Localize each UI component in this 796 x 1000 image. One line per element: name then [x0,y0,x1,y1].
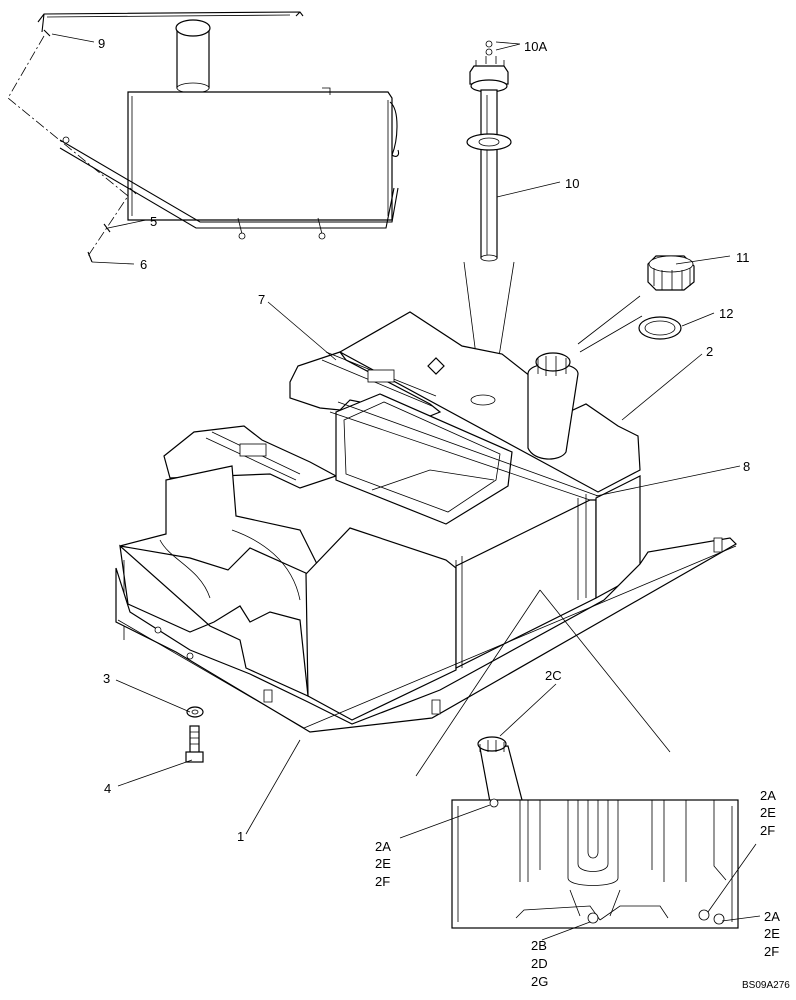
cap-gasket [638,316,682,340]
callout-group-topright: 2A 2E 2F [760,788,776,838]
callout-5: 5 [150,214,157,229]
callout-8: 8 [743,459,750,474]
callout-3: 3 [103,671,110,686]
callout-10: 10 [565,176,579,191]
callout-2: 2 [706,344,713,359]
callout-2d: 2D [531,956,548,971]
callout-2e-left: 2E [375,856,391,871]
callout-group-left: 2A 2E 2F [375,839,391,889]
fuel-sender-unit [463,40,515,395]
callout-11: 11 [736,250,750,265]
callout-9: 9 [98,36,105,51]
callout-2c: 2C [545,668,562,683]
tank-strap-assembly [7,11,400,263]
callout-2f-topright: 2F [760,823,775,838]
callout-2e-right: 2E [764,926,780,941]
callout-2f-left: 2F [375,874,390,889]
callout-2b: 2B [531,938,547,953]
drawing-reference-code: BS09A276 [742,980,790,991]
callout-7: 7 [258,292,265,307]
callout-4: 4 [104,781,111,796]
callout-2a-topright: 2A [760,788,776,803]
tank-underside-inset [451,736,739,929]
callout-6: 6 [140,257,147,272]
main-fuel-tank [119,311,641,721]
base-plate [115,537,737,733]
callout-2f-right: 2F [764,944,779,959]
callout-2g: 2G [531,974,548,989]
callout-2a-left: 2A [375,839,391,854]
filler-cap [647,255,695,291]
bolt [185,725,204,763]
callout-12: 12 [719,306,733,321]
callout-2a-right: 2A [764,909,780,924]
leader-lines [51,33,761,941]
callout-group-bottom: 2B 2D 2G [531,938,548,989]
callout-group-right: 2A 2E 2F [764,909,780,959]
washer [186,706,204,718]
callout-labels: 9 10A 10 11 12 5 6 7 2 8 3 2C 4 1 2A 2E … [98,36,790,991]
callout-2e-topright: 2E [760,805,776,820]
callout-10a: 10A [524,39,547,54]
callout-1: 1 [237,829,244,844]
